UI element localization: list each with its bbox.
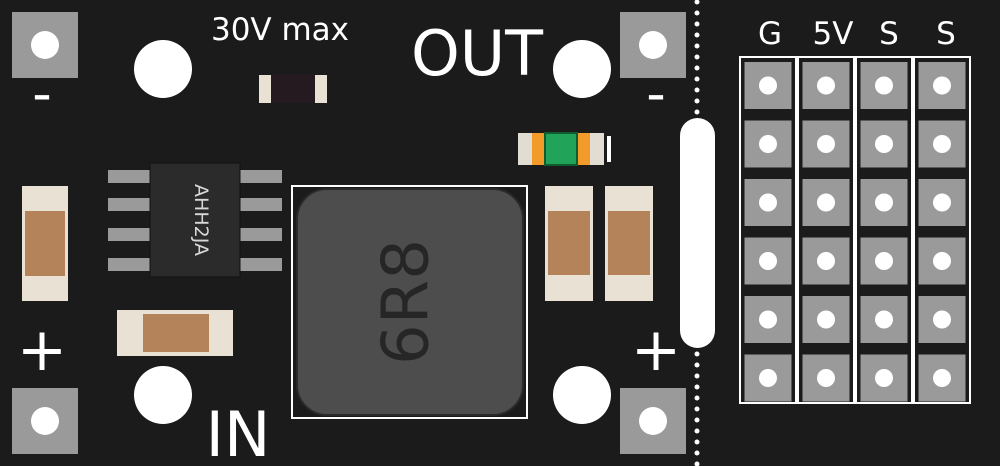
regulator-ic-marking: AHH2JA bbox=[190, 184, 212, 256]
regulator-ic: AHH2JA bbox=[108, 162, 282, 278]
mounting-hole-top-right bbox=[553, 40, 611, 98]
minus-sign-left: - bbox=[32, 62, 52, 125]
header-pin-hole bbox=[817, 76, 835, 95]
pad-in-plus-left bbox=[12, 388, 78, 454]
header-label-s2: S bbox=[936, 16, 956, 52]
header-pin-hole bbox=[875, 252, 893, 270]
header-column-outline-5v bbox=[797, 56, 855, 404]
inductor: 6R8 bbox=[291, 185, 528, 419]
header-column-outline-g bbox=[739, 56, 797, 404]
minus-sign-right: - bbox=[646, 62, 666, 125]
header-column-outline-s1 bbox=[855, 56, 913, 404]
header-label-s1: S bbox=[879, 16, 899, 52]
header-column-outline-s2 bbox=[913, 56, 971, 404]
header-pin-hole bbox=[933, 252, 951, 270]
pad-out-minus-left bbox=[12, 12, 78, 78]
header-pin-hole bbox=[817, 135, 835, 153]
capacitor-left bbox=[22, 186, 68, 301]
mounting-hole-bottom-left bbox=[134, 366, 192, 424]
inductor-marking: 6R8 bbox=[370, 239, 444, 365]
header-pin-hole bbox=[817, 369, 835, 387]
header-label-g: G bbox=[758, 16, 782, 52]
status-led bbox=[518, 132, 611, 166]
header-pin-hole bbox=[817, 252, 835, 270]
capacitor-bottom bbox=[117, 310, 233, 356]
header-pin-hole bbox=[817, 310, 835, 329]
mounting-hole-bottom-right bbox=[553, 366, 611, 424]
header-pin-hole bbox=[875, 76, 893, 95]
plus-sign-left: + bbox=[17, 315, 67, 385]
header-pin-hole bbox=[759, 135, 777, 153]
header-pin-hole bbox=[933, 369, 951, 387]
pin-header-grid bbox=[739, 56, 971, 404]
header-pin-hole bbox=[875, 310, 893, 329]
header-pin-hole bbox=[759, 252, 777, 270]
header-pin-hole bbox=[875, 135, 893, 153]
pad-out-minus-right bbox=[620, 12, 686, 78]
diode bbox=[259, 75, 327, 103]
capacitor-out-2 bbox=[605, 186, 653, 301]
header-pin-hole bbox=[933, 76, 951, 95]
capacitor-out-1 bbox=[545, 186, 593, 301]
header-label-5v: 5V bbox=[813, 16, 854, 52]
header-pin-hole bbox=[759, 310, 777, 329]
header-pin-hole bbox=[933, 310, 951, 329]
max-voltage-label: 30V max bbox=[211, 12, 349, 48]
pad-in-plus-right bbox=[620, 388, 686, 454]
mounting-hole-top-left bbox=[134, 40, 192, 98]
in-label: IN bbox=[206, 398, 271, 466]
header-pin-hole bbox=[759, 193, 777, 212]
header-pin-hole bbox=[759, 76, 777, 95]
header-pin-hole bbox=[933, 135, 951, 153]
header-pin-hole bbox=[759, 369, 777, 387]
header-pin-hole bbox=[817, 193, 835, 212]
out-label: OUT bbox=[411, 17, 544, 90]
header-pin-hole bbox=[875, 369, 893, 387]
header-pin-hole bbox=[933, 193, 951, 212]
plus-sign-right: + bbox=[631, 315, 681, 385]
header-pin-hole bbox=[875, 193, 893, 212]
